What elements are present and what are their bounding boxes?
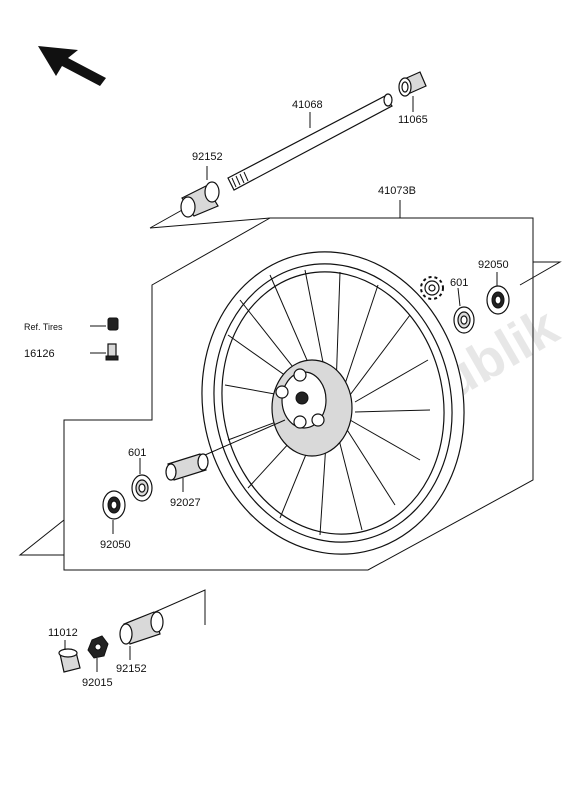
label-92050-right: 92050 — [478, 259, 509, 271]
label-92027: 92027 — [170, 497, 201, 509]
label-92015: 92015 — [82, 677, 113, 689]
valve-16126 — [90, 343, 119, 361]
bearing-601-right — [453, 287, 475, 334]
label-92152-bottom: 92152 — [116, 663, 147, 675]
wheel-hub — [271, 359, 353, 457]
bottom-assembly-guides — [154, 589, 206, 625]
wheel-rim — [201, 251, 465, 555]
label-41073B: 41073B — [378, 185, 416, 197]
collar-11065 — [398, 71, 427, 112]
label-11065: 11065 — [398, 114, 428, 126]
valve-cap — [90, 317, 119, 331]
bearing-601-left — [131, 458, 153, 502]
cap-11012 — [58, 640, 81, 673]
label-ref-tires: Ref. Tires — [24, 322, 63, 332]
seal-92050-left — [102, 490, 126, 534]
assembly-frame — [18, 199, 562, 571]
gear-icon — [420, 276, 444, 300]
spacer-92152-bottom — [119, 611, 164, 660]
direction-arrow-icon — [38, 46, 106, 86]
spacer-92152-top — [180, 166, 220, 218]
label-41068: 41068 — [292, 99, 323, 111]
wheel-spokes — [224, 269, 431, 536]
label-601-left: 601 — [128, 447, 146, 459]
callout-labels: 11065 41068 92152 41073B 92050 601 Ref. … — [24, 99, 509, 689]
spacer-92027 — [165, 419, 286, 492]
label-92050-left: 92050 — [100, 539, 131, 551]
seal-92050-right — [486, 272, 510, 315]
label-11012: 11012 — [48, 627, 78, 639]
axle — [227, 93, 393, 191]
label-92152-top: 92152 — [192, 151, 223, 163]
label-601-right: 601 — [450, 277, 468, 289]
nut-92015 — [87, 635, 109, 672]
label-16126: 16126 — [24, 348, 55, 360]
